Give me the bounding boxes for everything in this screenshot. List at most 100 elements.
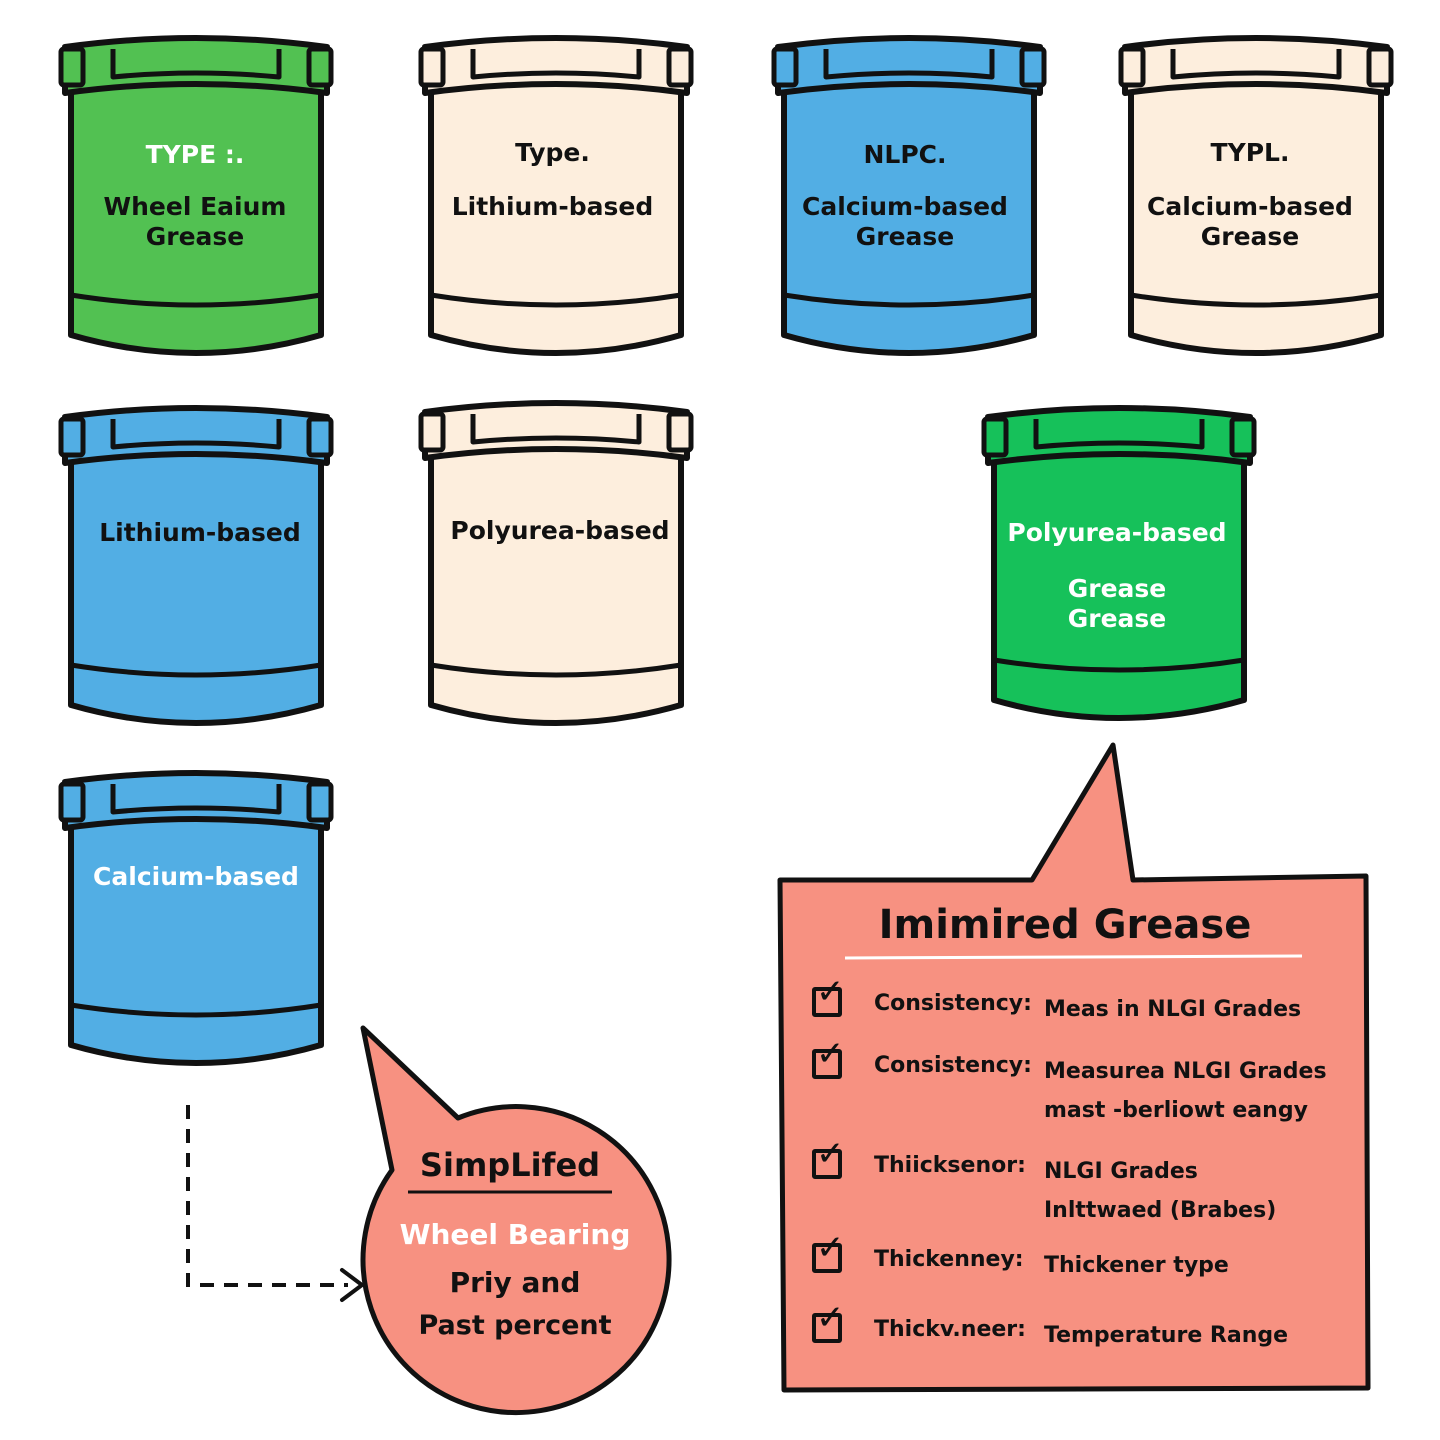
container-3-line-1: Calcium-based bbox=[802, 192, 1008, 221]
box-callout-shape bbox=[777, 742, 1371, 1393]
container-4-title: TYPL. bbox=[1210, 138, 1290, 167]
container-3-title: NLPC. bbox=[863, 140, 947, 169]
container-clip-left bbox=[58, 46, 86, 88]
container-clip-right bbox=[1366, 46, 1394, 88]
containers-layer bbox=[58, 35, 1394, 1066]
checklist-item-value: Temperature Range bbox=[1044, 1323, 1289, 1348]
grease-container-3 bbox=[771, 35, 1047, 356]
container-8-line-1: Calcium-based bbox=[93, 862, 299, 891]
grease-container-5 bbox=[58, 405, 334, 726]
checklist-item-key: Thickv.neer: bbox=[874, 1317, 1026, 1342]
box-callout-title: Imimired Grease bbox=[878, 902, 1252, 948]
grease-container-7 bbox=[981, 405, 1257, 721]
container-2-line-1: Lithium-based bbox=[451, 192, 654, 221]
checklist-item-value: Measurea NLGI Grades mast -berliowt eang… bbox=[1044, 1059, 1327, 1123]
checklist-item: ✓ Consistency: Meas in NLGI Grades bbox=[812, 975, 1352, 1055]
container-1-title: TYPE :. bbox=[145, 140, 245, 169]
checklist-item-key: Thickenney: bbox=[874, 1247, 1024, 1272]
checkbox-icon bbox=[812, 1149, 842, 1179]
grease-container-4 bbox=[1118, 35, 1394, 356]
container-clip-left bbox=[58, 781, 86, 823]
container-4-line-1: Calcium-based bbox=[1147, 192, 1353, 221]
container-clip-left bbox=[1118, 46, 1146, 88]
container-bottom-band bbox=[993, 657, 1245, 673]
container-handle bbox=[1170, 49, 1342, 80]
checkmark-icon: ✓ bbox=[816, 972, 845, 1012]
circle-callout-subtitle: Wheel Bearing bbox=[399, 1218, 631, 1251]
checklist-item-key: Consistency: bbox=[874, 1053, 1032, 1078]
container-clip-left bbox=[418, 46, 446, 88]
container-3-line-2: Grease bbox=[855, 222, 955, 251]
container-7-line-2: Grease bbox=[1067, 574, 1167, 603]
container-clip-right bbox=[666, 411, 694, 453]
container-handle bbox=[110, 784, 282, 815]
circle-callout-shape bbox=[360, 1025, 672, 1416]
container-bottom-band bbox=[430, 292, 682, 308]
checklist-item: ✓ Thiicksenor: NLGI Grades Inlttwaed (Br… bbox=[812, 1137, 1352, 1223]
container-rim bbox=[985, 405, 1253, 466]
dashed-connector bbox=[186, 1105, 348, 1287]
container-bottom-band bbox=[783, 292, 1035, 308]
container-clip-left bbox=[771, 46, 799, 88]
container-rim bbox=[62, 35, 330, 96]
container-4-label: TYPL. Calcium-based Grease bbox=[1145, 138, 1355, 252]
container-body bbox=[68, 450, 324, 726]
box-callout-underline bbox=[844, 954, 1303, 960]
container-7-label: Polyurea-based Grease Grease bbox=[1002, 518, 1232, 634]
container-5-line-1: Lithium-based bbox=[99, 518, 301, 547]
container-rim bbox=[422, 400, 690, 461]
container-rim bbox=[775, 35, 1043, 96]
checkbox-icon bbox=[812, 987, 842, 1017]
container-clip-left bbox=[58, 416, 86, 458]
container-rim bbox=[1122, 35, 1390, 96]
checkbox-icon bbox=[812, 1049, 842, 1079]
checklist-item: ✓ Thickv.neer: Temperature Range bbox=[812, 1301, 1352, 1381]
container-handle bbox=[1033, 419, 1205, 450]
container-bottom-band bbox=[70, 292, 322, 308]
container-handle bbox=[110, 419, 282, 450]
container-clip-right bbox=[306, 781, 334, 823]
container-4-line-2: Grease bbox=[1200, 222, 1300, 251]
container-clip-left bbox=[418, 411, 446, 453]
container-clip-right bbox=[1229, 416, 1257, 458]
container-rim bbox=[422, 35, 690, 96]
container-5-label: Lithium-based bbox=[90, 518, 310, 548]
checklist-item-value: NLGI Grades Inlttwaed (Brabes) bbox=[1044, 1159, 1277, 1223]
grease-container-6 bbox=[418, 400, 694, 726]
checkbox-icon bbox=[812, 1243, 842, 1273]
checkbox-icon bbox=[812, 1313, 842, 1343]
container-bottom-band bbox=[70, 662, 322, 678]
container-bottom-band bbox=[430, 662, 682, 678]
checklist-item-key: Thiicksenor: bbox=[874, 1153, 1026, 1178]
container-6-line-1: Polyurea-based bbox=[450, 516, 670, 545]
checklist-item-key: Consistency: bbox=[874, 991, 1032, 1016]
container-7-line-3: Grease bbox=[1067, 604, 1167, 633]
container-rim bbox=[62, 405, 330, 466]
container-1-line-2: Grease bbox=[145, 222, 245, 251]
checkmark-icon: ✓ bbox=[816, 1298, 845, 1338]
circle-callout-title: SimpLifed bbox=[419, 1146, 601, 1184]
container-bottom-band bbox=[70, 1002, 322, 1018]
checkmark-icon: ✓ bbox=[816, 1034, 845, 1074]
container-1-label: TYPE :. Wheel Eaium Grease bbox=[95, 140, 295, 252]
container-clip-right bbox=[306, 416, 334, 458]
checkmark-icon: ✓ bbox=[816, 1228, 845, 1268]
checklist-item-value: Meas in NLGI Grades bbox=[1044, 997, 1302, 1022]
container-7-line-1: Polyurea-based bbox=[1007, 518, 1227, 547]
container-clip-right bbox=[666, 46, 694, 88]
container-3-label: NLPC. Calcium-based Grease bbox=[800, 140, 1010, 252]
container-6-label: Polyurea-based bbox=[440, 516, 680, 546]
container-handle bbox=[110, 49, 282, 80]
checklist-item-value: Thickener type bbox=[1044, 1253, 1229, 1278]
checkmark-icon: ✓ bbox=[816, 1134, 845, 1174]
circle-callout-line-2: Past percent bbox=[418, 1310, 612, 1341]
checklist-item: ✓ Thickenney: Thickener type bbox=[812, 1231, 1352, 1311]
container-1-line-1: Wheel Eaium bbox=[103, 192, 287, 221]
checklist-item: ✓ Consistency: Measurea NLGI Grades mast… bbox=[812, 1037, 1352, 1123]
container-body bbox=[68, 815, 324, 1066]
container-clip-right bbox=[306, 46, 334, 88]
container-handle bbox=[823, 49, 995, 80]
grease-container-8 bbox=[58, 770, 334, 1066]
container-2-label: Type. Lithium-based bbox=[440, 138, 665, 222]
